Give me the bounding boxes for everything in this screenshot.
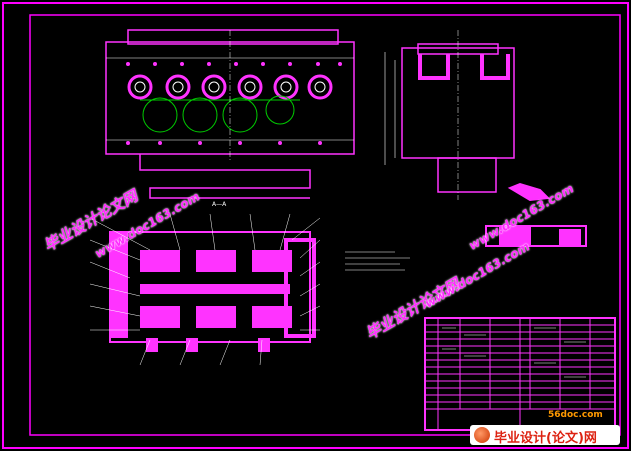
top-view xyxy=(105,29,355,199)
watermark-site: 56doc.com xyxy=(548,410,603,420)
inner-frame xyxy=(29,14,621,436)
section-b-view xyxy=(485,182,587,247)
ball-logo-icon xyxy=(474,427,490,443)
parts-list-table xyxy=(424,317,616,431)
section-label: A—A xyxy=(212,201,227,208)
brand-banner: 毕业设计(论文)网 xyxy=(470,425,620,446)
brand-text: 毕业设计(论文)网 xyxy=(494,431,597,446)
tech-notes xyxy=(345,251,410,271)
main-section-view: A—A xyxy=(89,201,321,366)
side-view xyxy=(384,30,515,200)
